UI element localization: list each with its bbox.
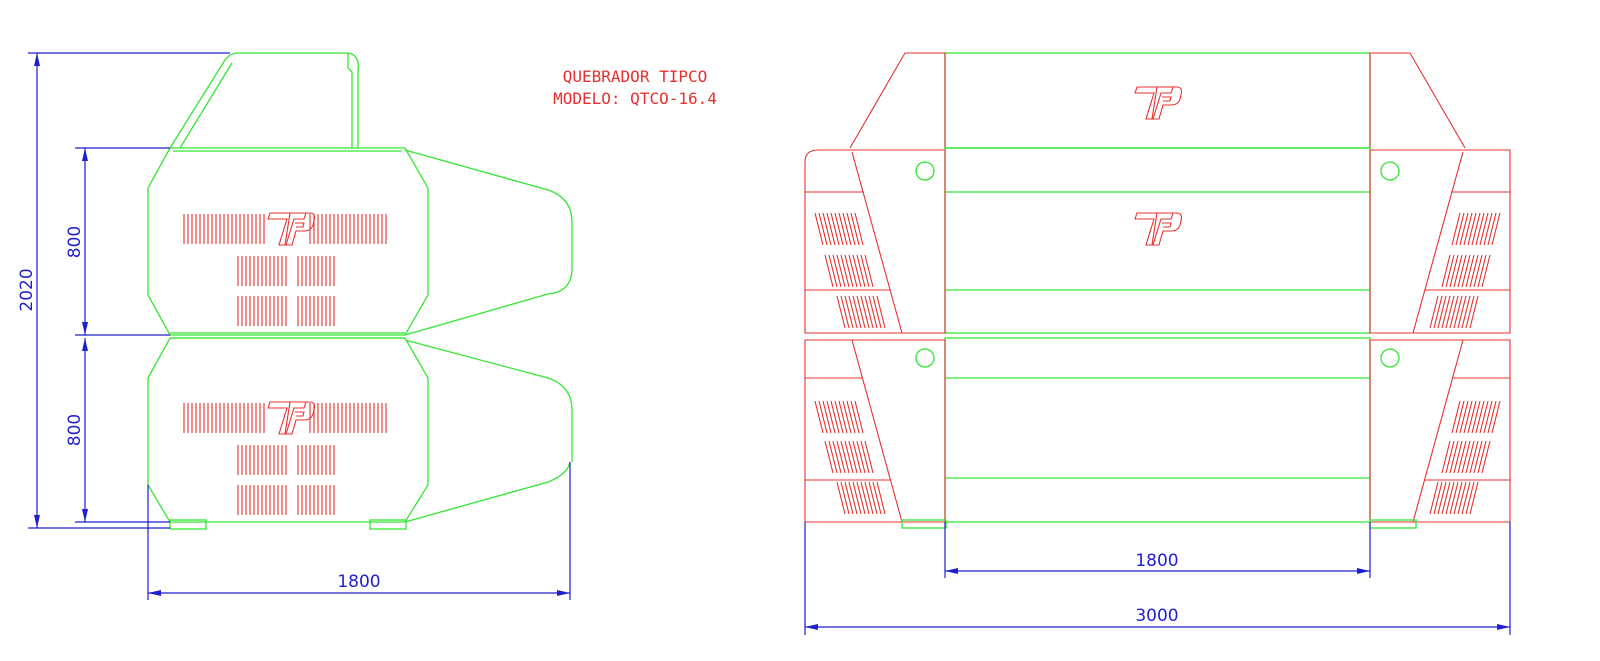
front-lower-right-vents xyxy=(1429,400,1501,515)
side-lower-vents xyxy=(183,402,387,516)
tp-logo-icon xyxy=(267,401,316,435)
side-foot-right xyxy=(369,519,407,530)
dim-label-front-inner-width: 1800 xyxy=(1135,551,1178,571)
front-foot-left xyxy=(901,519,947,529)
front-upper-left-panel xyxy=(804,149,946,334)
side-upper-chute xyxy=(404,149,573,336)
tp-logo-icon xyxy=(1134,212,1183,246)
dim-lower-height: 800 xyxy=(65,338,170,523)
dim-total-height: 2020 xyxy=(17,52,230,529)
side-lower-chute xyxy=(404,339,573,462)
side-upper-vents xyxy=(183,214,387,327)
front-lower-right-port xyxy=(1380,348,1400,368)
side-view: 2020 800 800 1800 xyxy=(17,52,573,600)
front-lower-center xyxy=(944,337,1371,523)
dim-label-side-width: 1800 xyxy=(337,572,380,592)
dim-label-lower-height: 800 xyxy=(65,414,85,446)
dim-front-total-width: 3000 xyxy=(804,522,1511,635)
title-line-2: MODELO: QTCO-16.4 xyxy=(553,89,717,108)
tp-logo-icon xyxy=(1134,86,1183,120)
dim-label-upper-height: 800 xyxy=(65,226,85,258)
side-foot-left xyxy=(169,519,207,530)
title-line-1: QUEBRADOR TIPCO xyxy=(563,67,708,86)
front-upper-right-vents xyxy=(1429,212,1501,329)
front-upper-right-port xyxy=(1380,161,1400,181)
front-upper-left-vents xyxy=(814,212,886,329)
dim-upper-height: 800 xyxy=(65,147,170,336)
tp-logo-icon xyxy=(267,212,316,246)
front-lower-left-vents xyxy=(814,400,886,515)
front-hopper xyxy=(944,52,1371,149)
front-upper-left-port xyxy=(915,161,935,181)
dim-side-width: 1800 xyxy=(147,462,571,600)
front-lower-left-port xyxy=(915,348,935,368)
dim-front-inner-width: 1800 xyxy=(944,522,1371,578)
title-block: QUEBRADOR TIPCO MODELO: QTCO-16.4 xyxy=(553,67,717,108)
front-upper-center xyxy=(944,147,1371,334)
front-view: 1800 3000 xyxy=(804,52,1511,635)
front-foot-right xyxy=(1369,519,1417,529)
dim-label-front-total-width: 3000 xyxy=(1135,606,1178,626)
front-upper-right-panel xyxy=(1369,149,1511,334)
side-hopper xyxy=(169,52,359,149)
dim-label-total-height: 2020 xyxy=(17,268,37,311)
